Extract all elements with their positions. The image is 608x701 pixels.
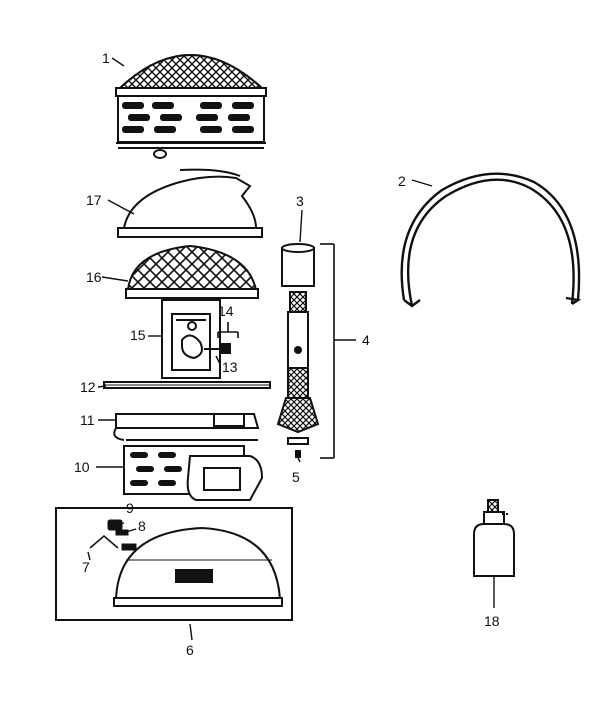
part-15-burner-bracket	[161, 299, 221, 379]
callout-16: 16	[86, 269, 102, 285]
part-2-bail-handle	[400, 172, 582, 308]
callout-2: 2	[398, 173, 406, 189]
part-14-bracket-mark	[217, 322, 239, 338]
callout-3: 3	[296, 193, 304, 209]
callout-1: 1	[102, 50, 110, 66]
part-10-fount-base	[123, 445, 264, 501]
part-8-washer	[115, 529, 129, 536]
callout-8: 8	[138, 518, 146, 534]
callout-18: 18	[484, 613, 500, 629]
callout-11: 11	[80, 412, 95, 428]
part-4-generator-tube	[276, 291, 320, 445]
part-9-cap	[107, 519, 123, 531]
callout-13: 13	[222, 359, 238, 375]
part-7-filler-cap	[89, 534, 137, 551]
part-11-base-plate	[113, 413, 260, 441]
callout-9: 9	[126, 500, 134, 516]
part-16-mesh-dome	[125, 244, 259, 299]
part-5-fitting	[295, 450, 301, 458]
callout-6: 6	[186, 642, 194, 658]
callout-15: 15	[130, 327, 146, 343]
part-3-collar	[281, 243, 315, 287]
callout-12: 12	[80, 379, 96, 395]
part-6-fount-frame	[55, 507, 293, 621]
callout-labels: 1 2 3 4 5 6 7 8 9 10 11 12 13 14 15 16 1…	[74, 50, 500, 658]
part-1-top-cap-assembly	[115, 54, 267, 159]
part-13-valve-knob	[204, 343, 231, 354]
part-18-fuel-bottle	[473, 499, 515, 577]
part-12-gasket-ring	[103, 381, 271, 389]
callout-17: 17	[86, 192, 102, 208]
part-4-bracket-line	[320, 243, 356, 459]
callout-4: 4	[362, 332, 370, 348]
callout-14: 14	[218, 303, 234, 319]
callout-10: 10	[74, 459, 90, 475]
callout-5: 5	[292, 469, 300, 485]
leader-lines	[87, 57, 495, 641]
callout-7: 7	[82, 559, 90, 575]
part-17-reflector-shade	[117, 168, 263, 238]
